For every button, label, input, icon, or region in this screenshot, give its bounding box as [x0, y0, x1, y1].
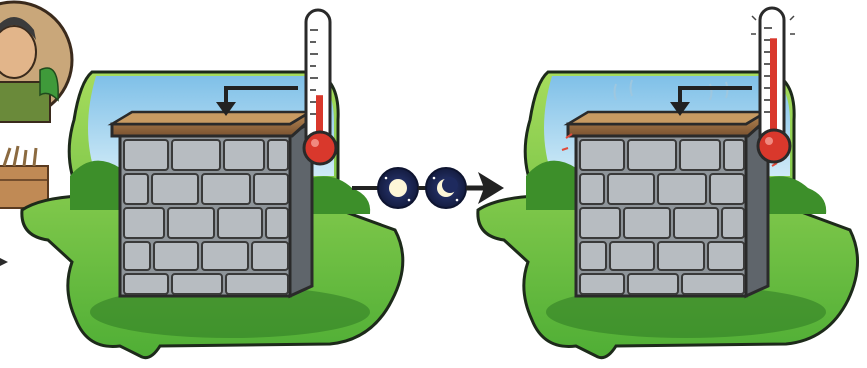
wooden-crate-icon [0, 146, 48, 208]
crescent-moon-icon [426, 168, 466, 208]
character-portrait [0, 2, 72, 122]
thermometer-mercury [770, 38, 777, 142]
transition [352, 168, 504, 208]
scene-before [22, 10, 403, 358]
left-edge-arrow-icon [0, 258, 8, 266]
thermometer-icon [304, 10, 336, 164]
right-arrow-icon [466, 172, 504, 204]
stone-wall [112, 112, 312, 296]
full-moon-icon [378, 168, 418, 208]
scene-after [478, 8, 858, 358]
stone-wall [568, 112, 768, 296]
